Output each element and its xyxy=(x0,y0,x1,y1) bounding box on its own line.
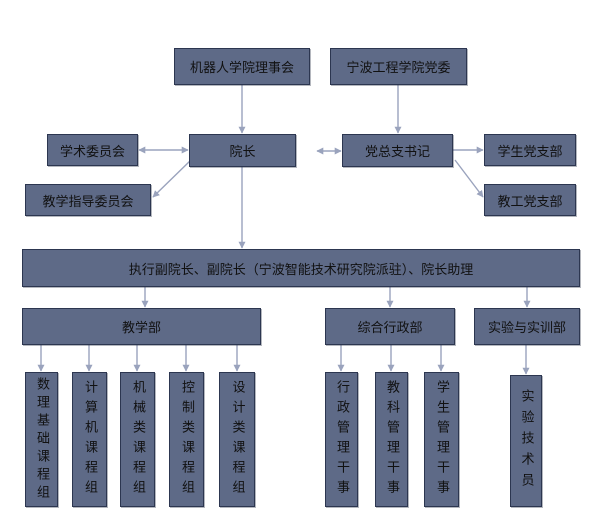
teaching-group-label: 设计类课程组 xyxy=(229,379,245,500)
lab-dept-box: 实验与实训部 xyxy=(474,308,580,345)
student-party-branch-box: 学生党支部 xyxy=(484,134,576,166)
admin-dept-label: 综合行政部 xyxy=(357,321,423,336)
party-committee-label: 宁波工程学院党委 xyxy=(346,61,451,76)
admin-staff-box: 教科管理干事 xyxy=(375,372,408,507)
teaching-group-label: 控制类课程组 xyxy=(179,379,194,500)
teaching-dept-box: 教学部 xyxy=(22,308,261,345)
admin-staff-label: 行政管理干事 xyxy=(334,379,349,500)
executive-label: 执行副院长、副院长（宁波智能技术研究院派驻）、院长助理 xyxy=(128,262,474,278)
lab-staff-box: 实验技术员 xyxy=(510,375,542,507)
student-party-branch-label: 学生党支部 xyxy=(497,144,563,160)
teaching-group-box: 机械类课程组 xyxy=(120,372,155,507)
teaching-guidance-committee-label: 教学指导委员会 xyxy=(42,194,134,210)
staff-party-branch-label: 教工党支部 xyxy=(497,194,563,210)
dean-label: 院长 xyxy=(229,145,256,160)
arrow-dean-to-teaching-guidance xyxy=(152,158,193,198)
lab-staff-label: 实验技术员 xyxy=(518,388,534,494)
admin-dept-box: 综合行政部 xyxy=(325,308,455,345)
teaching-group-box: 控制类课程组 xyxy=(169,372,204,507)
academic-committee-label: 学术委员会 xyxy=(59,144,125,160)
party-secretary-box: 党总支书记 xyxy=(342,134,453,167)
teaching-group-label: 数理基础课程组 xyxy=(34,376,49,503)
executive-box: 执行副院长、副院长（宁波智能技术研究院派驻）、院长助理 xyxy=(22,249,580,287)
admin-staff-box: 行政管理干事 xyxy=(325,372,358,507)
arrow-secretary-to-staff-branch xyxy=(454,159,484,198)
teaching-group-box: 设计类课程组 xyxy=(219,372,255,507)
lab-dept-label: 实验与实训部 xyxy=(487,321,566,336)
party-committee-box: 宁波工程学院党委 xyxy=(330,48,467,85)
admin-staff-label: 教科管理干事 xyxy=(384,379,399,500)
teaching-group-box: 计算机课程组 xyxy=(72,372,107,507)
council-label: 机器人学院理事会 xyxy=(189,61,294,76)
council-box: 机器人学院理事会 xyxy=(174,48,310,85)
party-secretary-label: 党总支书记 xyxy=(364,145,430,160)
teaching-group-label: 机械类课程组 xyxy=(130,379,145,500)
admin-staff-box: 学生管理干事 xyxy=(424,372,459,507)
dean-box: 院长 xyxy=(189,134,296,167)
teaching-dept-label: 教学部 xyxy=(121,321,161,336)
admin-staff-label: 学生管理干事 xyxy=(434,379,449,500)
teaching-group-label: 计算机课程组 xyxy=(82,379,97,500)
academic-committee-box: 学术委员会 xyxy=(47,134,138,166)
teaching-guidance-committee-box: 教学指导委员会 xyxy=(25,184,151,216)
teaching-group-box: 数理基础课程组 xyxy=(25,372,58,507)
staff-party-branch-box: 教工党支部 xyxy=(484,184,576,216)
